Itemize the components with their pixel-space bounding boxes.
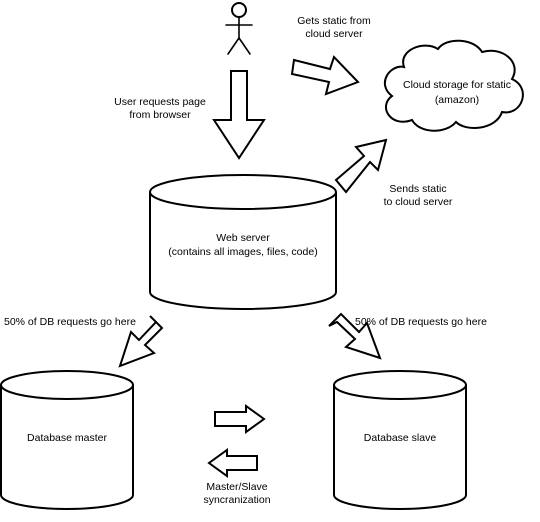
cloud-label-line1: Cloud storage for static [403, 79, 511, 91]
web-server-cylinder [149, 174, 337, 310]
sync-label-line2: syncranization [203, 494, 270, 506]
web-server-label-line1: Web server [216, 232, 270, 244]
db-requests-label-left: 50% of DB requests go here [4, 316, 136, 328]
cloud-label-line2: (amazon) [435, 94, 479, 106]
arrow-sync-right [214, 404, 266, 434]
sends-static-label-line2: to cloud server [384, 196, 453, 208]
gets-static-label-line2: cloud server [305, 28, 363, 40]
user-requests-label-line1: User requests page [114, 96, 206, 108]
user-icon [225, 2, 253, 55]
gets-static-label-line1: Gets static from [297, 15, 371, 27]
arrow-webserver-to-cloud [334, 138, 388, 194]
database-master-label: Database master [27, 432, 107, 444]
arrow-user-to-cloud [290, 55, 360, 96]
arrow-webserver-to-master [118, 315, 164, 368]
user-requests-label-line2: from browser [129, 109, 191, 121]
arrow-user-to-webserver [212, 70, 266, 160]
db-requests-label-right: 50% of DB requests go here [355, 316, 487, 328]
sends-static-label-line1: Sends static [389, 183, 446, 195]
database-slave-label: Database slave [364, 432, 437, 444]
database-master-cylinder [0, 370, 134, 510]
web-server-label-line2: (contains all images, files, code) [168, 246, 317, 258]
arrow-sync-left [207, 448, 258, 478]
cloud-storage-shape [384, 39, 524, 132]
database-slave-cylinder [333, 370, 467, 510]
sync-label-line1: Master/Slave [206, 481, 267, 493]
arrow-webserver-to-slave [328, 312, 382, 360]
